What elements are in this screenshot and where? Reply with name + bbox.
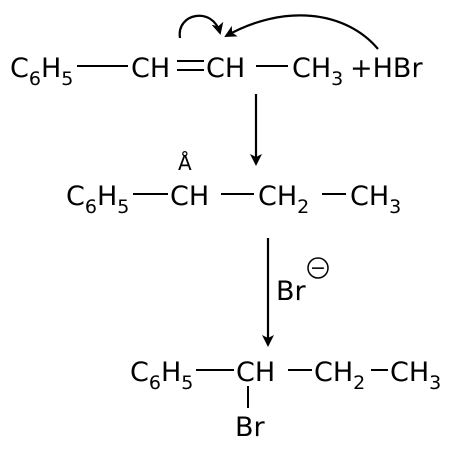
intermediate-ch: CH bbox=[170, 181, 209, 212]
intermediate-c6h5-h: H bbox=[97, 181, 117, 212]
intermediate-c6h5-sub6: 6 bbox=[85, 196, 97, 218]
svg-text:CH3: CH3 bbox=[292, 53, 343, 90]
product-ch2: CH bbox=[314, 357, 353, 388]
product-ch3-sub: 3 bbox=[429, 372, 441, 394]
svg-text:CH3: CH3 bbox=[350, 181, 401, 218]
curved-arrow-pi-bond bbox=[178, 14, 224, 39]
bromide-reagent: Br − bbox=[276, 257, 329, 307]
product-ch: CH bbox=[236, 357, 275, 388]
svg-text:C6H5: C6H5 bbox=[10, 53, 73, 90]
svg-text:CH3: CH3 bbox=[390, 357, 441, 394]
svg-text:CH2: CH2 bbox=[314, 357, 365, 394]
svg-text:CH2: CH2 bbox=[258, 181, 309, 218]
product-c6h5-h: H bbox=[161, 357, 181, 388]
carbocation-mark: Å bbox=[178, 151, 192, 175]
reactant-c6h5-c: C bbox=[10, 53, 29, 84]
product-c6h5-sub6: 6 bbox=[149, 372, 161, 394]
product-ch2-sub: 2 bbox=[353, 372, 365, 394]
intermediate-ch3: CH bbox=[350, 181, 389, 212]
intermediate-carbocation: C6H5 Å CH CH2 CH3 bbox=[66, 151, 401, 218]
svg-text:C6H5: C6H5 bbox=[130, 357, 193, 394]
reagent-hbr: +HBr bbox=[350, 53, 423, 84]
negative-charge-circle bbox=[307, 257, 329, 279]
product-br: Br bbox=[235, 412, 266, 443]
reactant-ch3-sub: 3 bbox=[331, 68, 343, 90]
reactant-ch-left: CH bbox=[131, 53, 170, 84]
reactant-c6h5-h: H bbox=[41, 53, 61, 84]
reactant-ch-right: CH bbox=[206, 53, 245, 84]
svg-text:C6H5: C6H5 bbox=[66, 181, 129, 218]
product-ch3: CH bbox=[390, 357, 429, 388]
product-c6h5-sub5: 5 bbox=[181, 372, 193, 394]
bromide-label: Br bbox=[276, 276, 307, 307]
negative-charge: − bbox=[310, 257, 326, 279]
reactant-c6h5-sub6: 6 bbox=[29, 68, 41, 90]
reactant-molecule: C6H5 CH CH CH3 +HBr bbox=[10, 53, 423, 90]
intermediate-ch3-sub: 3 bbox=[389, 196, 401, 218]
product-molecule: C6H5 CH CH2 CH3 Br bbox=[130, 357, 441, 443]
reactant-ch3: CH bbox=[292, 53, 331, 84]
reactant-c6h5-sub5: 5 bbox=[61, 68, 73, 90]
curved-arrow-to-hbr bbox=[224, 14, 379, 50]
intermediate-c6h5-sub5: 5 bbox=[117, 196, 129, 218]
intermediate-c6h5-c: C bbox=[66, 181, 85, 212]
intermediate-ch2: CH bbox=[258, 181, 297, 212]
product-c6h5-c: C bbox=[130, 357, 149, 388]
intermediate-ch2-sub: 2 bbox=[297, 196, 309, 218]
